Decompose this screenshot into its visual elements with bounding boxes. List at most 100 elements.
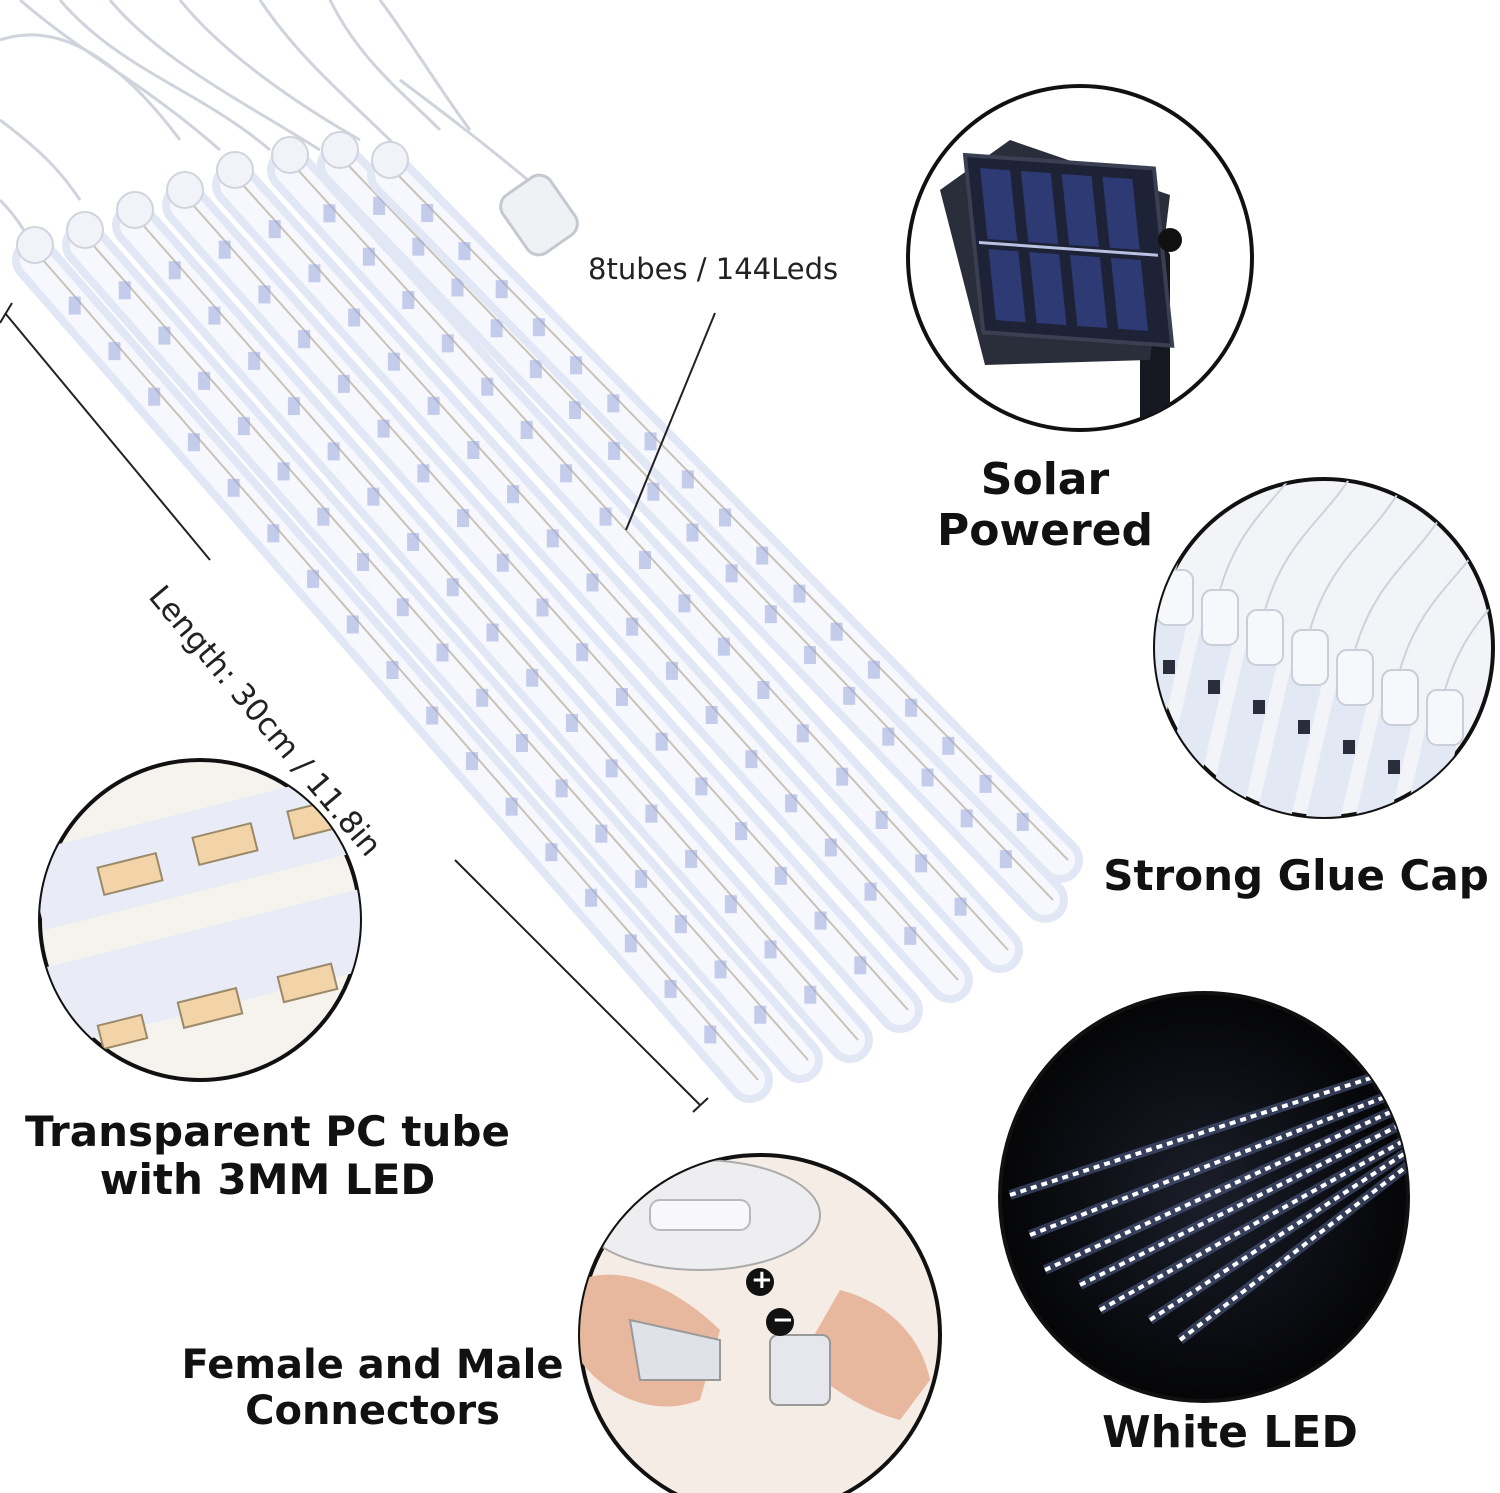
glue-tube	[1278, 509, 1446, 817]
glue-tube	[1188, 479, 1356, 817]
led-chip	[495, 280, 508, 299]
led-chip	[681, 470, 694, 489]
led-chip	[348, 308, 361, 327]
led-chip	[317, 507, 330, 526]
wire-bundle	[0, 0, 541, 261]
led-chip	[757, 681, 770, 699]
led-chip	[615, 687, 628, 706]
glue-cap-detail	[1153, 477, 1495, 819]
tube-count-label: 8tubes / 144Leds	[588, 252, 839, 286]
led-chip	[875, 811, 888, 829]
tube-closeup-detail	[38, 758, 362, 1082]
white-led-label: White LED	[1102, 1407, 1358, 1458]
led-chip	[905, 698, 918, 717]
led-tube	[212, 151, 973, 1003]
led-tube	[267, 136, 1023, 973]
led-chip	[576, 643, 589, 662]
led-chip	[608, 441, 621, 460]
led-chip	[377, 419, 390, 438]
led-chip	[570, 356, 583, 375]
led-chip	[724, 895, 737, 914]
led-tube	[162, 171, 923, 1033]
led-chip	[599, 507, 612, 526]
led-chip	[446, 578, 459, 597]
led-chip	[814, 911, 827, 930]
glue-tube	[1155, 479, 1311, 817]
led-chip	[457, 509, 470, 528]
led-chip	[843, 686, 856, 705]
led-tube	[317, 131, 1068, 923]
led-tube-group	[12, 131, 1083, 1103]
led-chip	[645, 804, 658, 823]
led-chip	[436, 643, 449, 662]
led-chip	[717, 637, 730, 656]
led-chip	[686, 523, 699, 542]
led-chip	[237, 417, 250, 436]
led-chip	[626, 617, 639, 636]
led-chip	[402, 291, 415, 309]
led-chip	[754, 1005, 767, 1024]
tube-count-pointer	[625, 312, 716, 531]
led-chip	[268, 220, 281, 239]
led-chip	[745, 750, 758, 769]
glowing-led-tube	[1176, 1156, 1408, 1344]
led-chip	[586, 573, 599, 592]
led-chip	[515, 734, 528, 753]
glowing-led-tube	[1008, 1070, 1382, 1200]
led-chip	[526, 668, 539, 687]
led-chip	[467, 441, 480, 459]
tube-cap	[66, 211, 104, 249]
led-chip	[287, 397, 300, 416]
led-chip	[665, 661, 678, 680]
led-chip	[208, 306, 221, 325]
led-chip	[555, 779, 568, 798]
led-chip	[560, 464, 573, 483]
led-chip	[867, 660, 880, 679]
led-chip	[357, 552, 370, 571]
led-chip	[796, 724, 809, 743]
led-chip	[267, 524, 280, 543]
glowing-led-tube	[1028, 1090, 1392, 1240]
led-chip	[639, 551, 651, 569]
led-chip	[529, 360, 542, 379]
led-chip	[407, 532, 420, 551]
glowing-led-tube	[1147, 1145, 1408, 1325]
led-chip	[565, 714, 578, 733]
led-chip	[417, 464, 430, 483]
led-chip	[793, 584, 806, 603]
led-chip	[674, 915, 687, 934]
led-chip	[785, 794, 798, 813]
led-tube	[112, 191, 873, 1063]
led-chip	[476, 688, 489, 707]
led-chip	[373, 196, 386, 215]
led-chip	[999, 850, 1012, 869]
led-chip	[979, 774, 992, 793]
led-chip	[585, 888, 598, 907]
led-chip	[545, 843, 558, 862]
minus-symbol: −	[772, 1305, 794, 1335]
led-chip	[735, 822, 748, 841]
led-chip	[678, 594, 691, 613]
led-chip	[346, 615, 359, 634]
tube-cap	[16, 226, 54, 264]
led-chip	[307, 569, 320, 588]
led-chip	[308, 264, 321, 283]
led-tube	[367, 141, 1083, 883]
led-chip	[481, 377, 494, 396]
led-chip	[546, 529, 559, 548]
led-chip	[830, 622, 843, 641]
led-chip	[465, 752, 478, 771]
tube-cap	[371, 141, 409, 179]
led-chip	[227, 478, 240, 497]
led-chip	[954, 897, 967, 916]
led-chip	[644, 432, 657, 451]
led-chip	[412, 237, 425, 256]
glue-tube	[1323, 529, 1491, 817]
led-chip	[490, 319, 503, 338]
led-chip	[725, 564, 738, 583]
tube-cap	[166, 171, 204, 209]
led-chip	[496, 553, 509, 572]
led-chip	[774, 866, 787, 885]
